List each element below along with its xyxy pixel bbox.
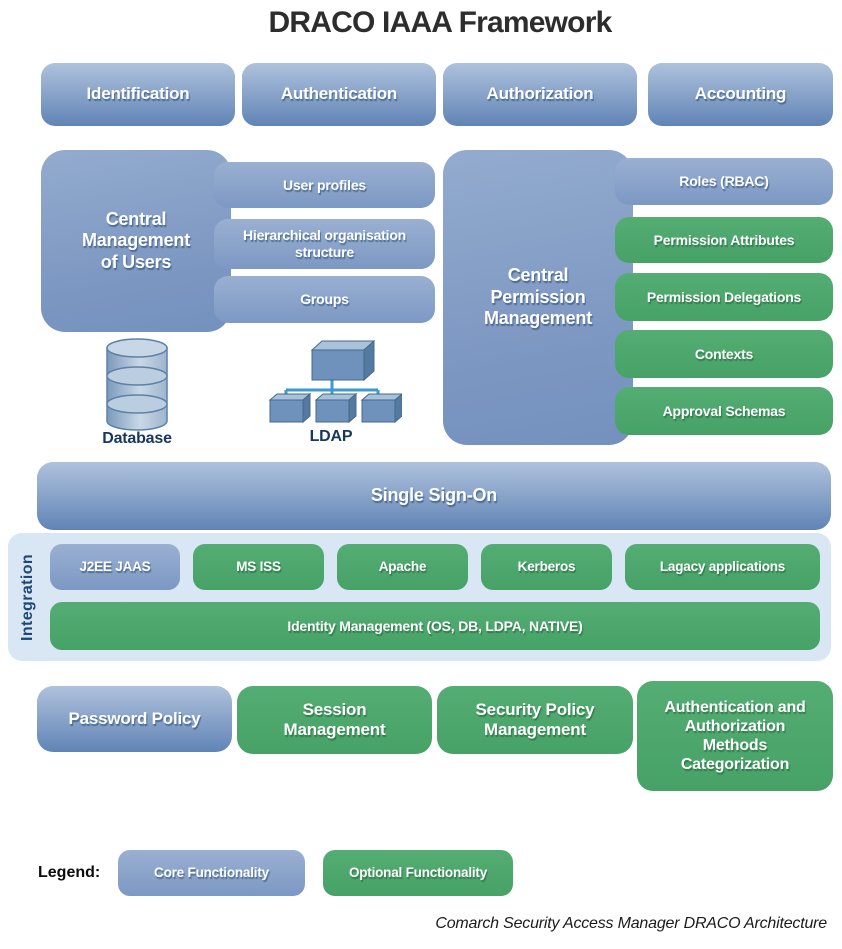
box-approval-schemas: Approval Schemas	[615, 387, 833, 435]
ldap-label: LDAP	[309, 428, 353, 445]
box-groups: Groups	[214, 276, 435, 323]
box-identification: Identification	[41, 63, 235, 126]
box-j2ee-jaas: J2EE JAAS	[50, 544, 180, 590]
box-user-profiles: User profiles	[214, 162, 435, 208]
box-lagacy-applications: Lagacy applications	[625, 544, 820, 590]
box-central-permission-management: Central Permission Management	[443, 150, 633, 445]
box-hierarchical-organisation-structure: Hierarchical organisation structure	[214, 219, 435, 269]
box-central-management-of-users: Central Management of Users	[41, 150, 231, 332]
box-accounting: Accounting	[648, 63, 833, 126]
box-authorization: Authorization	[443, 63, 637, 126]
database-icon	[106, 338, 168, 431]
box-permission-attributes: Permission Attributes	[615, 217, 833, 263]
ldap-tree-icon	[268, 339, 402, 424]
box-kerberos: Kerberos	[481, 544, 612, 590]
box-single-sign-on: Single Sign-On	[37, 462, 831, 530]
box-identity-management: Identity Management (OS, DB, LDPA, NATIV…	[50, 602, 820, 650]
legend-core-functionality: Core Functionality	[118, 850, 305, 896]
box-ms-iss: MS ISS	[193, 544, 324, 590]
box-permission-delegations: Permission Delegations	[615, 273, 833, 321]
box-contexts: Contexts	[615, 330, 833, 378]
box-authentication: Authentication	[242, 63, 436, 126]
box-session-management: Session Management	[237, 686, 432, 754]
box-auth-methods-categorization: Authentication and Authorization Methods…	[637, 681, 833, 791]
box-security-policy-management: Security Policy Management	[437, 686, 633, 754]
box-apache: Apache	[337, 544, 468, 590]
diagram-caption: Comarch Security Access Manager DRACO Ar…	[435, 915, 827, 932]
page-title: DRACO IAAA Framework	[268, 6, 613, 39]
box-roles-rbac: Roles (RBAC)	[615, 158, 833, 205]
legend-optional-functionality: Optional Functionality	[323, 850, 513, 896]
database-label: Database	[102, 430, 172, 447]
legend-label: Legend:	[38, 864, 101, 881]
box-password-policy: Password Policy	[37, 686, 232, 752]
integration-panel-label: Integration	[19, 553, 36, 641]
